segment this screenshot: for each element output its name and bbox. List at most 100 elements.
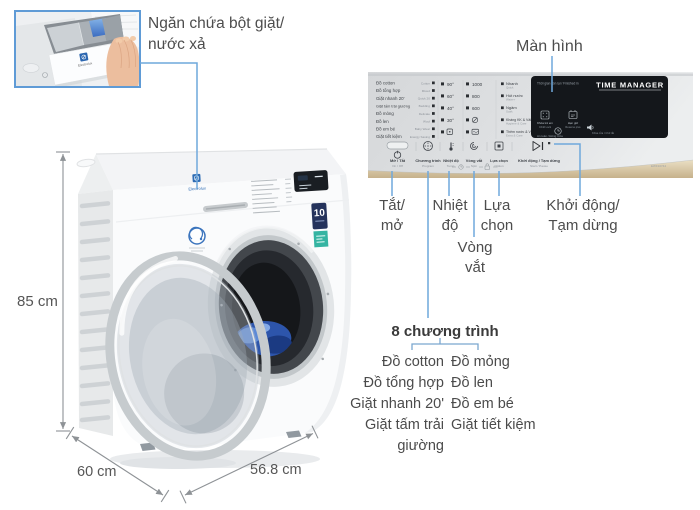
- printed-program-block: [251, 178, 293, 214]
- electrolux-logo: Electrolux: [78, 52, 93, 68]
- svg-text:Extra & Care: Extra & Care: [506, 134, 523, 138]
- option-button-icon: [494, 141, 504, 151]
- program-item: Giặt tiết kiệm: [451, 417, 536, 433]
- start-annotation-line2: Tạm dừng: [548, 217, 618, 234]
- svg-text:Ngâm: Ngâm: [506, 105, 517, 110]
- svg-text:Hygiene & Care: Hygiene & Care: [506, 122, 527, 126]
- cold-wash-icon: [446, 128, 453, 135]
- depth-dimension-label: 60 cm: [77, 464, 117, 480]
- start-annotation-line1: Khởi động/: [546, 197, 620, 214]
- machine-side: [78, 190, 113, 436]
- drawer-handle: [203, 202, 248, 212]
- start-pause-icon: [532, 141, 551, 151]
- washing-machine: Electrolux 10: [76, 148, 352, 461]
- panel-temp-column: 90° 60° 40° 30°: [441, 82, 454, 135]
- child-lock-icon: [540, 110, 550, 120]
- display-time-label: Thời gian còn lại / Finished in: [537, 82, 579, 86]
- svg-text:40°: 40°: [447, 106, 454, 111]
- drawer-connector: [140, 62, 198, 189]
- svg-text:Kháng KK & Vải: Kháng KK & Vải: [506, 118, 531, 122]
- svg-text:Spin: Spin: [471, 164, 477, 168]
- power-annotation-line2: mở: [380, 217, 404, 234]
- svg-text:Giặt nhanh 20': Giặt nhanh 20': [376, 96, 405, 101]
- badge-10-text: 10: [313, 208, 325, 220]
- display-bottom-label: An toàn / Đóng Cửa: [537, 134, 563, 138]
- svg-text:Giặt tấm trải giường: Giặt tấm trải giường: [376, 104, 410, 108]
- svg-text:Water+: Water+: [506, 98, 516, 102]
- lock-mark-icon: [479, 163, 497, 170]
- warranty-badge: 10: [311, 202, 329, 248]
- svg-text:Quick: Quick: [506, 86, 514, 90]
- panel-spin-column: 1000 800 600: [466, 82, 483, 135]
- svg-text:Soak: Soak: [506, 110, 513, 114]
- svg-text:Đồ tổng hợp: Đồ tổng hợp: [376, 88, 401, 93]
- option-annotation-line2: chọn: [480, 217, 514, 234]
- model-number: EWF10744: [651, 164, 666, 168]
- svg-text:60°: 60°: [447, 94, 454, 99]
- no-spin-icon: [471, 116, 479, 124]
- power-annotation-line1: Tắt/: [379, 197, 405, 214]
- width-dimension-label: 56.8 cm: [250, 462, 302, 478]
- display-title: TIME MANAGER: [596, 81, 664, 90]
- svg-text:Child Lock: Child Lock: [539, 125, 552, 129]
- svg-text:30°: 30°: [447, 118, 454, 123]
- svg-text:Wool: Wool: [423, 120, 430, 124]
- machine-display: [293, 170, 329, 192]
- svg-text:Bedding: Bedding: [419, 104, 431, 108]
- svg-text:Giặt tiết kiệm: Giặt tiết kiệm: [376, 134, 402, 139]
- svg-text:Delicate: Delicate: [419, 112, 430, 116]
- temperature-annotation: Nhiệt độ: [426, 196, 474, 236]
- machine-front: [113, 174, 352, 451]
- start-annotation: Khởi động/ Tạm dừng: [540, 196, 626, 236]
- option-annotation-line1: Lựa: [483, 197, 511, 214]
- speaker-icon: [587, 124, 594, 131]
- drawer-annotation-line2: nước xả: [148, 36, 206, 53]
- svg-text:Hút nước: Hút nước: [506, 93, 523, 98]
- svg-text:Đồ len: Đồ len: [376, 119, 389, 124]
- time-manager-display: Thời gian còn lại / Finished in TIME MAN…: [531, 76, 668, 138]
- svg-text:Start / Pause: Start / Pause: [530, 164, 548, 168]
- svg-text:1000: 1000: [472, 82, 483, 87]
- svg-text:Cotton: Cotton: [421, 81, 430, 85]
- svg-text:Lựa chọn: Lựa chọn: [490, 158, 508, 163]
- svg-text:Temp.: Temp.: [447, 164, 456, 168]
- reserve-icon: [568, 110, 578, 119]
- programs-column-right: Đồ mỏng Đồ len Đồ em bé Giặt tiết kiệm: [451, 352, 571, 436]
- svg-text:Đồ cotton: Đồ cotton: [376, 81, 395, 86]
- programs-title: 8 chương trình: [391, 323, 499, 340]
- svg-text:600: 600: [472, 106, 480, 111]
- power-annotation: Tắt/ mở: [368, 196, 416, 236]
- temperature-annotation-line1: Nhiệt: [432, 197, 468, 214]
- svg-text:Reserve plus: Reserve plus: [565, 125, 581, 129]
- drawer-annotation: Ngăn chứa bột giặt/ nước xả: [148, 13, 284, 55]
- spin-annotation-line1: Vòng: [457, 239, 493, 256]
- svg-text:Mở / Tắt: Mở / Tắt: [390, 158, 406, 163]
- hand: [106, 36, 139, 86]
- screen-annotation: Màn hình: [516, 38, 583, 55]
- svg-text:Đồ em bé: Đồ em bé: [376, 126, 396, 131]
- detergent-drawer-photo: Electrolux: [14, 10, 141, 88]
- spin-annotation-line2: vắt: [464, 259, 485, 276]
- svg-text:Energy Saving: Energy Saving: [410, 135, 430, 139]
- svg-text:Quick 20: Quick 20: [418, 97, 430, 101]
- delay-clock-icon: [554, 127, 562, 135]
- program-item: Giặt tấm trải giường: [365, 417, 444, 454]
- svg-text:Vòng vắt: Vòng vắt: [466, 158, 483, 163]
- svg-text:Hẹn giờ: Hẹn giờ: [568, 121, 578, 125]
- drawer-annotation-line1: Ngăn chứa bột giặt/: [148, 15, 285, 32]
- q-logo: [188, 226, 206, 252]
- drawer-photo-art: Electrolux: [16, 12, 139, 86]
- energy-label: [313, 230, 329, 248]
- temperature-button-icon: [449, 142, 454, 151]
- svg-text:Chương trình: Chương trình: [415, 158, 441, 163]
- open-door: [105, 251, 271, 461]
- svg-text:Khởi động / Tạm dừng: Khởi động / Tạm dừng: [518, 158, 561, 163]
- spin-button-icon: [470, 142, 478, 150]
- program-item: Đồ tổng hợp: [363, 375, 444, 391]
- glass-highlight: [119, 255, 178, 336]
- display-door-label: Khóa cửa / Chờ tắt: [592, 130, 614, 135]
